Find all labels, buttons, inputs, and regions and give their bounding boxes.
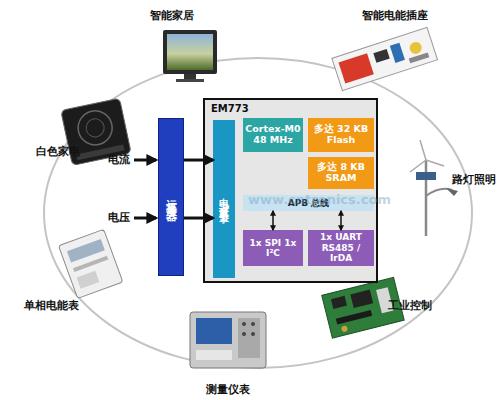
node-text: EM773 — [211, 103, 249, 115]
meter-picture — [59, 229, 123, 298]
input-arrows — [134, 160, 156, 218]
interface-box: 1x UART RS485 / IrDA — [308, 230, 374, 266]
tv-picture — [163, 30, 217, 82]
node-text: 1x SPI 1x I²C — [245, 238, 301, 259]
socket-picture — [332, 27, 438, 90]
instrument-picture — [190, 312, 266, 368]
amplifier-block: 运算放大器 — [158, 118, 184, 276]
node-text: 1x UART RS485 / IrDA — [310, 232, 372, 263]
chip-box: EM773 电力计量引擎 Cortex-M0 48 MHz 多达 32 KB Flas… — [203, 98, 378, 283]
caption-label: 电压 — [108, 210, 130, 225]
caption-label: 智能电能插座 — [362, 8, 428, 23]
memory-box: 多达 32 KB Flash — [308, 118, 374, 152]
node-text: 运算放大器 — [165, 190, 178, 205]
cpu-box: Cortex-M0 48 MHz — [243, 118, 303, 152]
caption-label: 智能家居 — [150, 8, 194, 23]
caption-label: 测量仪表 — [206, 382, 250, 397]
engine-band: 电力计量引擎 — [213, 120, 235, 278]
caption-label: 路灯照明 — [452, 172, 496, 187]
caption-label: 电流 — [108, 152, 130, 167]
ring — [44, 58, 472, 368]
memory-box: 多达 8 KB SRAM — [308, 157, 374, 189]
node-text: 电力计量引擎 — [218, 190, 230, 208]
streetlight-picture — [410, 140, 458, 236]
caption-label: 单相电能表 — [24, 298, 79, 313]
node-text: Cortex-M0 48 MHz — [245, 124, 301, 146]
watermark: www.cntronics.com — [248, 192, 391, 207]
node-text: 多达 32 KB Flash — [310, 124, 372, 146]
caption-label: 白色家电 — [36, 144, 80, 159]
caption-label: 工业控制 — [388, 298, 432, 313]
interface-box: 1x SPI 1x I²C — [243, 230, 303, 266]
node-text: 多达 8 KB SRAM — [310, 162, 372, 184]
